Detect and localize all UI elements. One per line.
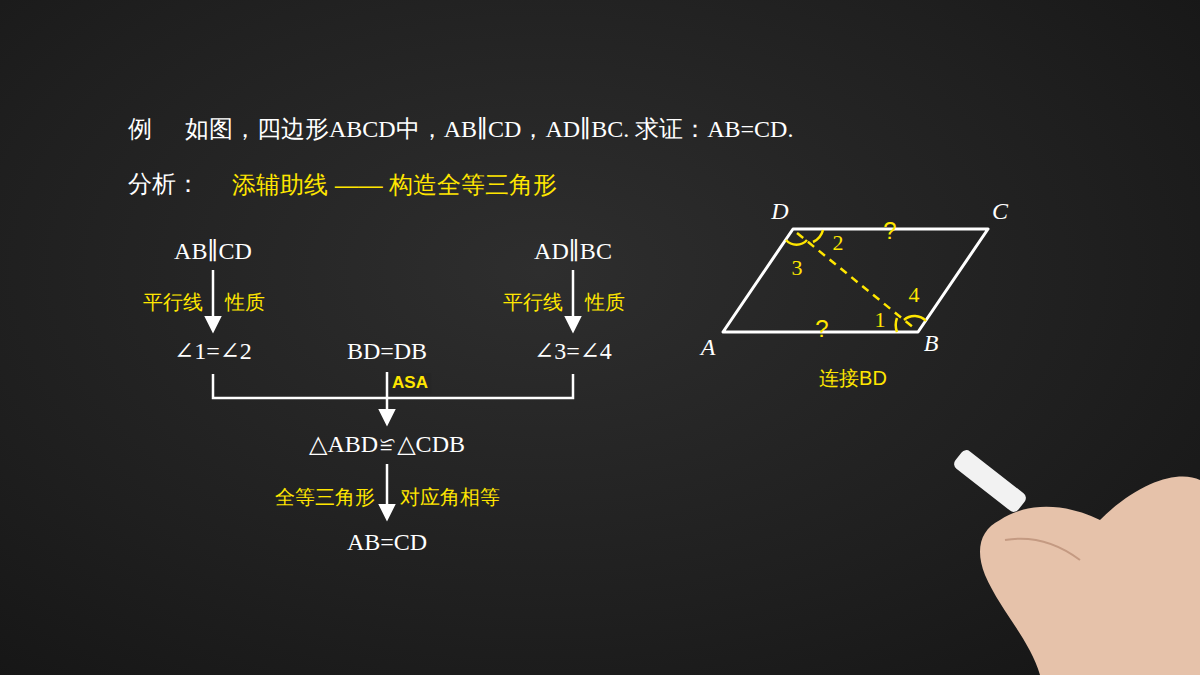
hand (980, 476, 1200, 675)
reason-text: 平行线 (503, 291, 563, 314)
angle-number: 2 (833, 230, 844, 255)
reason-text: 对应角相等 (400, 486, 500, 509)
reason-text: 性质 (585, 291, 625, 314)
example-mark: 例 (128, 116, 152, 144)
angle-number: 3 (792, 255, 803, 280)
flow-arrow (572, 270, 575, 330)
analysis-hint: 添辅助线 —— 构造全等三角形 (232, 171, 557, 199)
angle-arc (896, 318, 897, 332)
hand-illustration (952, 448, 1200, 675)
reason-text: 全等三角形 (275, 486, 375, 509)
diagonal-bd (797, 233, 914, 328)
bracket (213, 374, 573, 398)
vertex-label: B (924, 330, 939, 358)
reason-text: ASA (389, 373, 431, 393)
unknown-mark: ? (815, 315, 828, 343)
step-text: BD=DB (347, 338, 427, 366)
flow-arrow (386, 464, 389, 518)
step-text: AB∥CD (174, 238, 252, 266)
reason-text: 平行线 (143, 291, 203, 314)
chalk (952, 448, 1029, 515)
unknown-mark: ? (883, 217, 896, 245)
angle-number: 4 (909, 282, 920, 307)
step-text: ∠3=∠4 (534, 338, 612, 366)
vertex-label: A (701, 334, 716, 362)
flow-arrows (213, 270, 573, 518)
reason-text: 性质 (225, 291, 265, 314)
vertex-label: D (771, 198, 788, 226)
analysis-label: 分析： (128, 171, 200, 199)
step-text: AD∥BC (534, 238, 612, 266)
parallelogram (723, 229, 988, 332)
caption-note: 连接BD (819, 367, 887, 390)
angle-arc (786, 240, 807, 245)
step-text: AB=CD (347, 529, 427, 557)
angle-arc (813, 230, 823, 242)
finger-line (1005, 539, 1080, 560)
problem-statement: 如图，四边形ABCD中，AB∥CD，AD∥BC. 求证：AB=CD. (185, 116, 793, 144)
vertex-label: C (992, 198, 1008, 226)
parallelogram-figure (723, 229, 988, 332)
angle-arc (904, 316, 926, 321)
flow-arrow (212, 270, 215, 330)
step-text: ∠1=∠2 (174, 338, 252, 366)
step-text: △ABD≌△CDB (309, 431, 465, 459)
flow-arrow (386, 372, 389, 423)
angle-number: 1 (875, 307, 886, 332)
